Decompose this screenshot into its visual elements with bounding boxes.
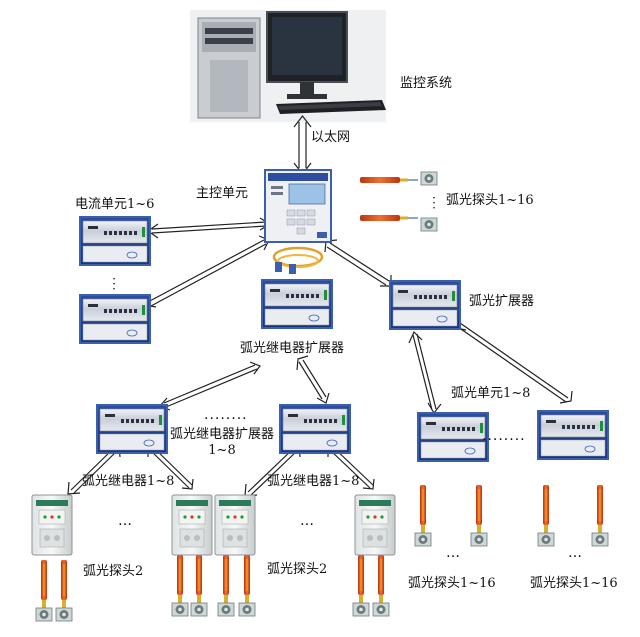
link-main-current bbox=[146, 217, 272, 239]
label-current-unit: 电流单元1~6 bbox=[75, 197, 155, 212]
arc-relay-icon bbox=[31, 494, 73, 556]
ellipsis-vertical-current: ··· bbox=[110, 272, 118, 296]
ethernet-link bbox=[293, 115, 312, 175]
ellipsis-dot: · bbox=[432, 191, 436, 205]
label-ethernet: 以太网 bbox=[311, 130, 351, 145]
label-probe-mid: 弧光探头2 bbox=[267, 562, 328, 577]
arc-relay-icon bbox=[354, 494, 396, 556]
arc-probe-icon bbox=[591, 484, 609, 547]
link-arcexp-unit-left bbox=[408, 330, 442, 415]
probe-group-right1 bbox=[414, 484, 488, 547]
label-probe-left: 弧光探头2 bbox=[83, 564, 144, 579]
arc-probe-icon bbox=[537, 484, 555, 547]
link-main-current-2 bbox=[144, 235, 270, 308]
ellipsis-dot: · bbox=[432, 201, 436, 215]
label-relay-expander: 弧光继电器扩展器 bbox=[240, 341, 345, 356]
arc-relay-icon bbox=[171, 494, 213, 556]
probe-group-left bbox=[35, 559, 73, 622]
label-arc-expander: 弧光扩展器 bbox=[469, 294, 535, 309]
current-unit-icon bbox=[79, 216, 151, 266]
ellipsis-subexp: ........ bbox=[204, 407, 248, 423]
ellipsis-arc-unit: ........ bbox=[482, 428, 526, 444]
ellipsis-dot: · bbox=[432, 196, 436, 210]
link-relayexp-left bbox=[158, 361, 261, 411]
arc-unit-icon bbox=[417, 412, 489, 462]
label-arc-unit: 弧光单元1~8 bbox=[451, 386, 531, 401]
arc-probe-icon bbox=[190, 554, 208, 617]
link-relayexp-right bbox=[296, 355, 330, 404]
sub-relay-expander-icon bbox=[279, 404, 351, 454]
ellipsis-probe-right1: … bbox=[446, 545, 461, 561]
arc-expander-icon bbox=[389, 280, 461, 330]
link-main-arcexpander bbox=[324, 239, 392, 287]
arc-probe-icon bbox=[217, 554, 235, 617]
label-arc-probe-top: 弧光探头1~16 bbox=[446, 193, 534, 208]
computer-icon bbox=[190, 10, 386, 122]
label-probe-right1: 弧光探头1~16 bbox=[408, 576, 496, 591]
probe-group-midright bbox=[352, 554, 390, 617]
arc-probe-icon bbox=[55, 559, 73, 622]
arc-probe-icon bbox=[171, 554, 189, 617]
arc-sensor-icon bbox=[420, 217, 438, 232]
arc-probe-icon bbox=[35, 559, 53, 622]
arc-probe-icon bbox=[359, 176, 419, 184]
sub-relay-expander-icon bbox=[96, 404, 168, 454]
label-sub-relay-expander: 弧光继电器扩展器 1~8 bbox=[164, 427, 280, 459]
label-monitor-system: 监控系统 bbox=[400, 76, 453, 91]
arc-probe-icon bbox=[238, 554, 256, 617]
ellipsis-vertical-probe: ··· bbox=[430, 191, 438, 215]
arc-probe-icon bbox=[359, 214, 419, 222]
probe-group-midleft bbox=[171, 554, 256, 617]
arc-relay-icon bbox=[214, 494, 256, 556]
main-control-unit-icon bbox=[264, 169, 332, 243]
label-probe-right2: 弧光探头1~16 bbox=[530, 576, 618, 591]
arc-probe-icon bbox=[414, 484, 432, 547]
fiber-coil-icon bbox=[272, 246, 324, 274]
label-relay-right: 弧光继电器1~8 bbox=[267, 474, 360, 489]
probe-group-right2 bbox=[537, 484, 609, 547]
label-relay-left: 弧光继电器1~8 bbox=[82, 474, 175, 489]
label-sub-relay-expander-line2: 1~8 bbox=[208, 443, 236, 458]
arc-probe-icon bbox=[372, 554, 390, 617]
arc-unit-icon bbox=[537, 410, 609, 460]
ellipsis-dot: · bbox=[112, 272, 116, 286]
current-unit-icon bbox=[79, 294, 151, 344]
ellipsis-relay-right: … bbox=[300, 513, 315, 529]
label-sub-relay-expander-line1: 弧光继电器扩展器 bbox=[169, 427, 274, 442]
ellipsis-relay-left: … bbox=[118, 513, 133, 529]
arc-probe-top-group bbox=[359, 171, 438, 232]
ellipsis-dot: · bbox=[112, 277, 116, 291]
ellipsis-dot: · bbox=[112, 282, 116, 296]
arc-probe-icon bbox=[470, 484, 488, 547]
arc-sensor-icon bbox=[420, 171, 438, 186]
ellipsis-probe-right2: … bbox=[568, 545, 583, 561]
arc-probe-icon bbox=[352, 554, 370, 617]
label-main-unit: 主控单元 bbox=[196, 186, 249, 201]
relay-expander-icon bbox=[261, 279, 333, 329]
